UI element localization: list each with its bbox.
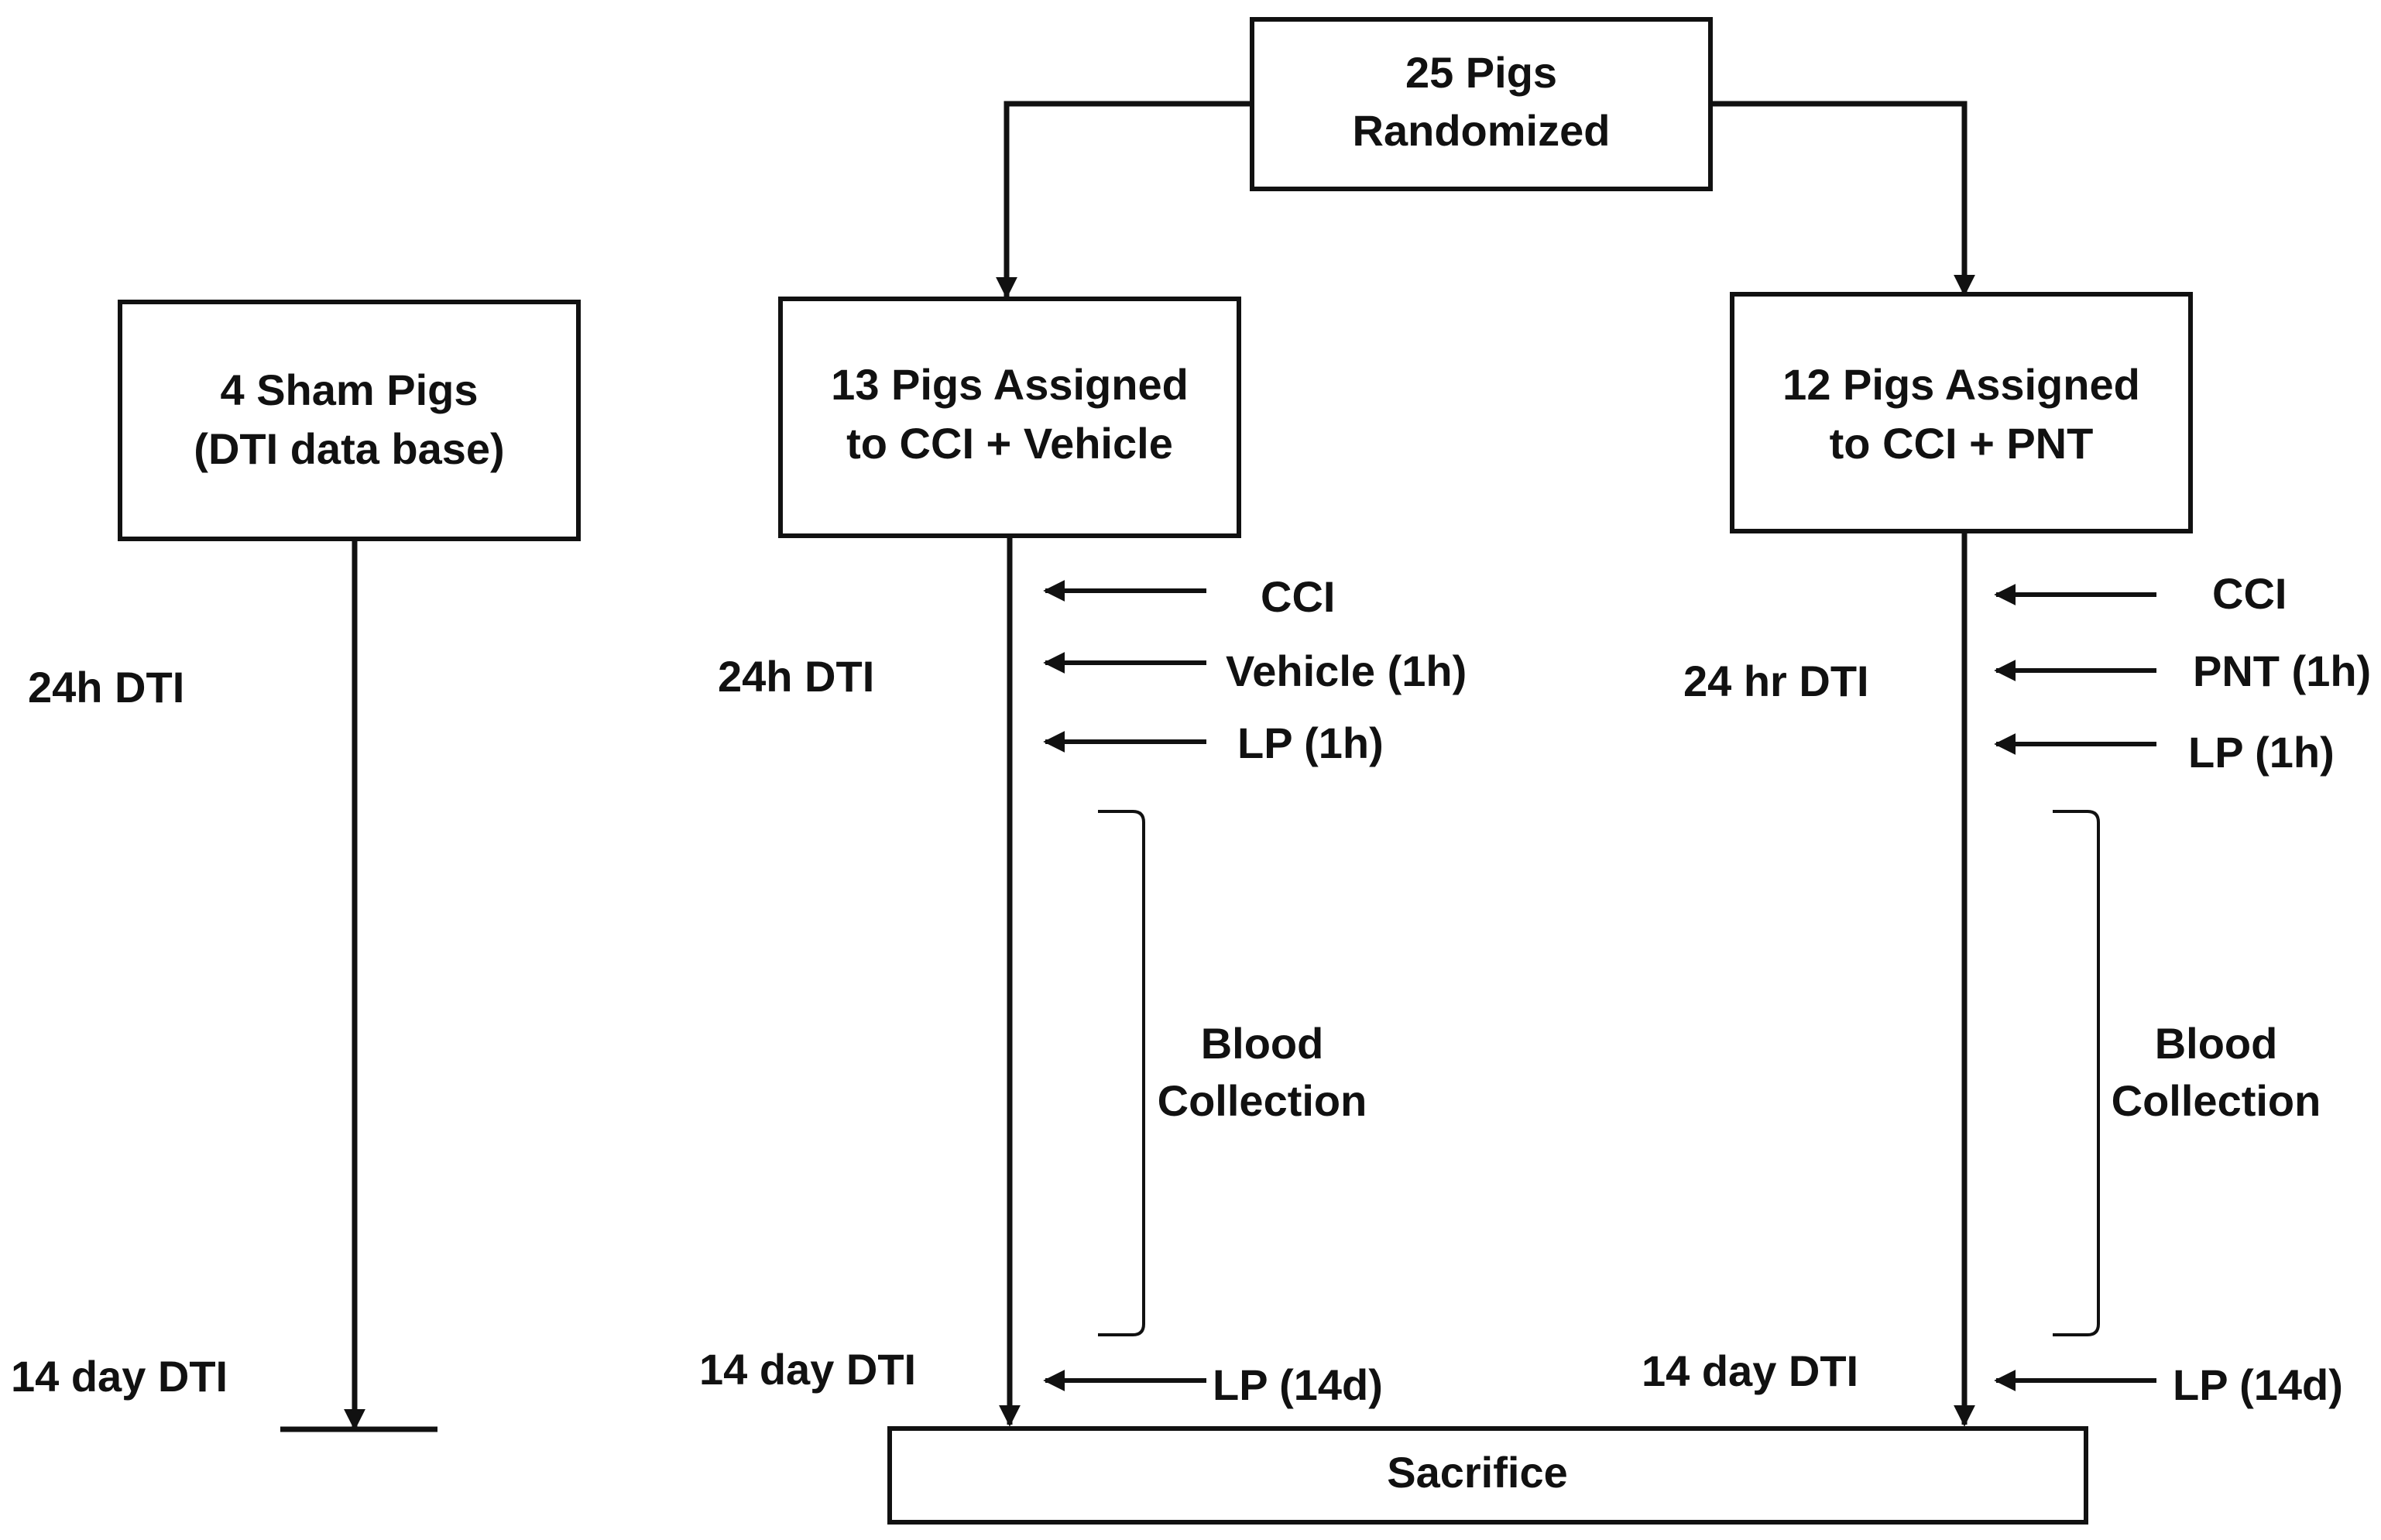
vehicle-box-line2: to CCI + Vehicle bbox=[846, 419, 1173, 468]
vehicle-event-lp1h: LP (1h) bbox=[1237, 719, 1384, 767]
sham-dti-24h: 24h DTI bbox=[28, 663, 184, 712]
sham-box-line1: 4 Sham Pigs bbox=[220, 365, 478, 414]
pnt-event-lp1h: LP (1h) bbox=[2188, 728, 2335, 777]
randomized-box-line2: Randomized bbox=[1353, 106, 1611, 155]
branch-arrow-pnt bbox=[1710, 101, 1975, 297]
branch-arrow-vehicle bbox=[996, 101, 1252, 299]
pnt-dti-14d: 14 day DTI bbox=[1642, 1346, 1858, 1395]
sacrifice-box: Sacrifice bbox=[887, 1426, 2088, 1525]
vehicle-event-lp14d: LP (14d) bbox=[1213, 1360, 1383, 1409]
vehicle-blood-bracket bbox=[1098, 810, 1145, 1336]
vehicle-box: 13 Pigs Assigned to CCI + Vehicle bbox=[778, 297, 1241, 538]
vehicle-box-line1: 13 Pigs Assigned bbox=[831, 360, 1189, 409]
pnt-blood-line1: Blood bbox=[2155, 1019, 2278, 1068]
sham-dti-14d: 14 day DTI bbox=[11, 1352, 228, 1401]
branch-connectors bbox=[996, 101, 1975, 299]
sham-box: 4 Sham Pigs (DTI data base) bbox=[118, 300, 581, 541]
vehicle-timeline: 24h DTI 14 day DTI CCI Vehicle (1h) LP (… bbox=[699, 536, 1467, 1427]
pnt-box: 12 Pigs Assigned to CCI + PNT bbox=[1730, 292, 2193, 533]
randomized-box-line1: 25 Pigs bbox=[1405, 48, 1557, 97]
vehicle-event-vehicle: Vehicle (1h) bbox=[1226, 647, 1467, 695]
sham-timeline: 24h DTI 14 day DTI bbox=[11, 539, 437, 1432]
pnt-event-cci: CCI bbox=[2212, 569, 2287, 618]
pnt-blood-bracket bbox=[2053, 810, 2100, 1336]
pnt-box-line1: 12 Pigs Assigned bbox=[1782, 360, 2140, 409]
pnt-event-pnt: PNT (1h) bbox=[2193, 647, 2371, 695]
vehicle-blood-line2: Collection bbox=[1158, 1076, 1367, 1125]
pnt-blood-line2: Collection bbox=[2112, 1076, 2321, 1125]
pnt-box-line2: to CCI + PNT bbox=[1830, 419, 2094, 468]
pnt-dti-24h: 24 hr DTI bbox=[1683, 657, 1869, 705]
vehicle-dti-24h: 24h DTI bbox=[718, 652, 874, 701]
randomized-box: 25 Pigs Randomized bbox=[1250, 17, 1713, 191]
sacrifice-label: Sacrifice bbox=[1387, 1448, 1568, 1497]
vehicle-event-cci: CCI bbox=[1261, 572, 1335, 621]
pnt-event-lp14d: LP (14d) bbox=[2173, 1360, 2343, 1409]
vehicle-blood-line1: Blood bbox=[1201, 1019, 1324, 1068]
pnt-timeline: 24 hr DTI 14 day DTI CCI PNT (1h) LP (1h… bbox=[1642, 531, 2371, 1427]
sham-box-line2: (DTI data base) bbox=[194, 424, 504, 473]
vehicle-dti-14d: 14 day DTI bbox=[699, 1345, 916, 1394]
